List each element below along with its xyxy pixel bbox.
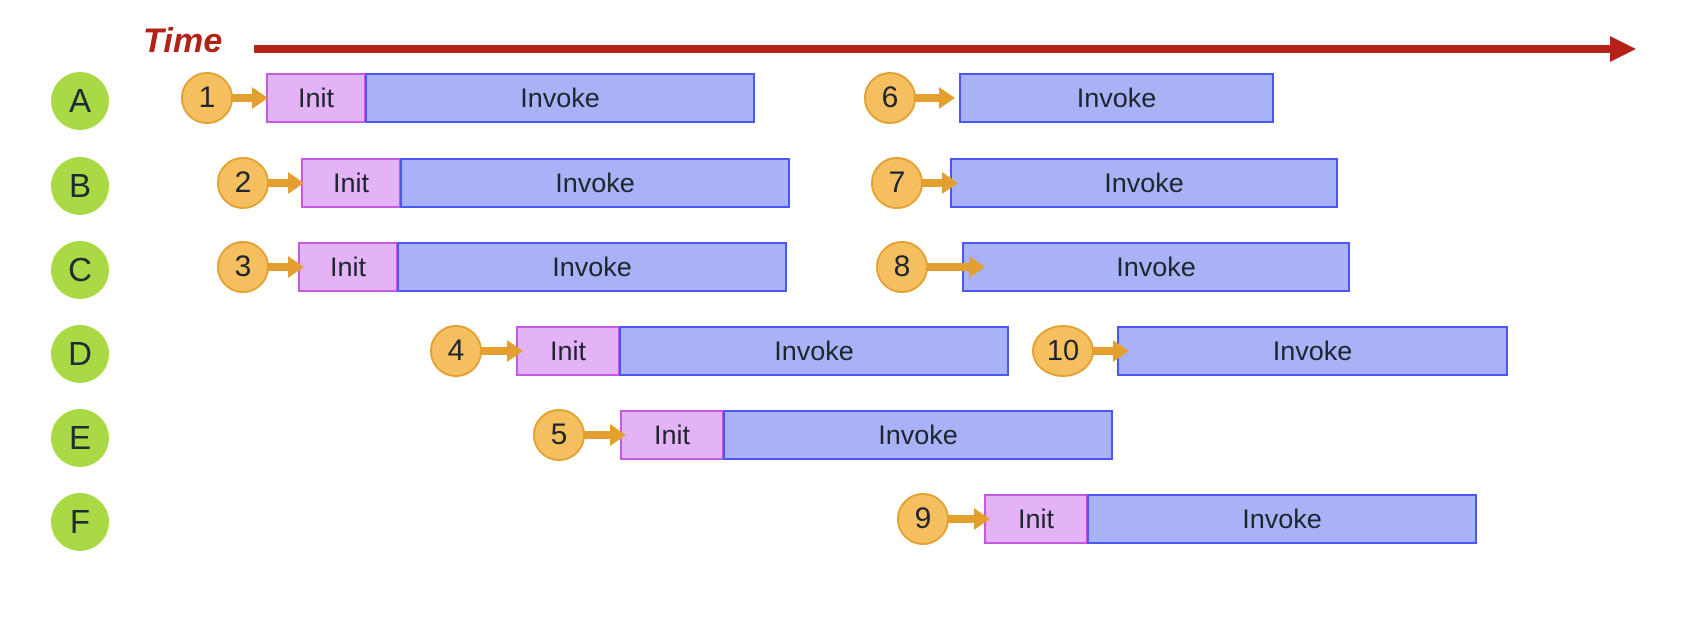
invoke-bar-d-2: Invoke bbox=[619, 326, 1009, 376]
time-axis-label: Time bbox=[143, 22, 223, 60]
lane-badge-label: A bbox=[68, 82, 91, 119]
request-marker-8: 8 bbox=[876, 241, 985, 293]
request-arrow-icon bbox=[914, 87, 955, 109]
init-bar-label: Init bbox=[549, 335, 587, 366]
request-marker-3: 3 bbox=[217, 241, 304, 293]
invoke-bar-label: Invoke bbox=[1116, 251, 1196, 282]
init-bar-label: Init bbox=[332, 167, 370, 198]
request-arrow-icon bbox=[480, 340, 523, 362]
invoke-bar-label: Invoke bbox=[1076, 82, 1157, 113]
init-bar-label: Init bbox=[1017, 503, 1055, 534]
request-marker-1: 1 bbox=[181, 72, 268, 124]
request-number-badge: 4 bbox=[430, 325, 482, 377]
lane-badge-a: A bbox=[51, 72, 109, 130]
invoke-bar-b-2: Invoke bbox=[400, 158, 790, 208]
invoke-bar-label: Invoke bbox=[555, 167, 635, 198]
request-marker-2: 2 bbox=[217, 157, 304, 209]
request-arrow-icon bbox=[1092, 340, 1129, 362]
request-arrow-icon bbox=[267, 172, 304, 194]
request-arrow-icon bbox=[583, 424, 626, 446]
request-number-badge: 5 bbox=[533, 409, 585, 461]
lane-badge-c: C bbox=[51, 241, 109, 299]
request-arrow-icon bbox=[231, 87, 268, 109]
init-bar-label: Init bbox=[653, 419, 691, 450]
invoke-bar-label: Invoke bbox=[1242, 503, 1322, 534]
invoke-bar-label: Invoke bbox=[1104, 167, 1184, 198]
invoke-bar-a-3: Invoke bbox=[959, 73, 1274, 123]
invoke-bar-a-2: Invoke bbox=[365, 73, 755, 123]
request-marker-10: 10 bbox=[1032, 325, 1129, 377]
init-bar-f-1: Init bbox=[984, 494, 1088, 544]
request-arrow-icon bbox=[267, 256, 304, 278]
invoke-bar-label: Invoke bbox=[552, 251, 632, 282]
request-marker-6: 6 bbox=[864, 72, 955, 124]
invoke-bar-label: Invoke bbox=[520, 82, 600, 113]
invoke-bar-label: Invoke bbox=[1272, 335, 1353, 366]
lane-badge-e: E bbox=[51, 409, 109, 467]
lane-badge-f: F bbox=[51, 493, 109, 551]
request-number-badge: 10 bbox=[1032, 325, 1094, 377]
request-marker-4: 4 bbox=[430, 325, 523, 377]
init-bar-e-1: Init bbox=[620, 410, 724, 460]
lane-badge-label: C bbox=[68, 251, 92, 288]
lane-badge-d: D bbox=[51, 325, 109, 383]
lane-badge-b: B bbox=[51, 157, 109, 215]
invoke-bar-b-3: Invoke bbox=[950, 158, 1338, 208]
request-number-badge: 3 bbox=[217, 241, 269, 293]
lane-badge-label: B bbox=[68, 167, 91, 204]
request-marker-9: 9 bbox=[897, 493, 990, 545]
request-arrow-icon bbox=[947, 508, 990, 530]
init-bar-d-1: Init bbox=[516, 326, 620, 376]
request-marker-7: 7 bbox=[871, 157, 958, 209]
invoke-bar-f-2: Invoke bbox=[1087, 494, 1477, 544]
request-number-badge: 8 bbox=[876, 241, 928, 293]
request-arrow-icon bbox=[921, 172, 958, 194]
lane-badge-label: F bbox=[69, 503, 91, 540]
invoke-bar-e-2: Invoke bbox=[723, 410, 1113, 460]
init-bar-a-1: Init bbox=[266, 73, 366, 123]
invoke-bar-c-3: Invoke bbox=[962, 242, 1350, 292]
request-number-badge: 7 bbox=[871, 157, 923, 209]
init-bar-label: Init bbox=[297, 82, 335, 113]
invoke-bar-d-3: Invoke bbox=[1117, 326, 1508, 376]
lane-badge-label: D bbox=[68, 335, 92, 372]
time-axis-line bbox=[254, 45, 1610, 53]
invoke-bar-label: Invoke bbox=[878, 419, 958, 450]
init-bar-label: Init bbox=[329, 251, 367, 282]
request-number-badge: 6 bbox=[864, 72, 916, 124]
lane-badge-label: E bbox=[68, 419, 91, 456]
init-bar-b-1: Init bbox=[301, 158, 401, 208]
request-number-badge: 2 bbox=[217, 157, 269, 209]
request-arrow-icon bbox=[926, 256, 985, 278]
invoke-bar-c-2: Invoke bbox=[397, 242, 787, 292]
request-number-badge: 9 bbox=[897, 493, 949, 545]
init-bar-c-1: Init bbox=[298, 242, 398, 292]
invoke-bar-label: Invoke bbox=[774, 335, 854, 366]
request-marker-5: 5 bbox=[533, 409, 626, 461]
time-axis-arrowhead bbox=[1610, 36, 1636, 62]
request-number-badge: 1 bbox=[181, 72, 233, 124]
